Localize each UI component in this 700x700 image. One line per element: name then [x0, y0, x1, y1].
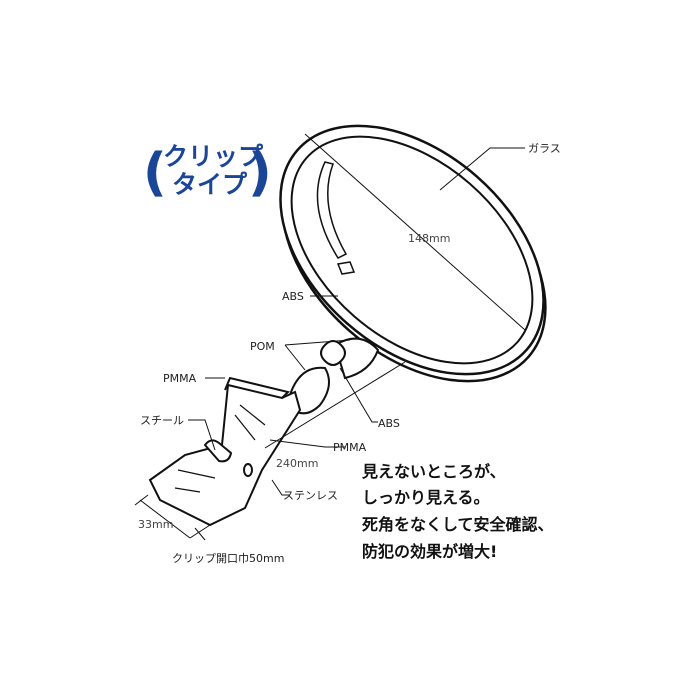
label-abs-frame: ABS: [282, 290, 304, 303]
product-type-title: ( クリップ タイプ ): [143, 142, 272, 203]
tagline-line: しっかり見える。: [362, 488, 490, 507]
leader-lines: [134, 133, 526, 541]
tagline-line: 防犯の効果が増大!: [362, 542, 497, 561]
tagline: 見えないところが、 しっかり見える。 死角をなくして安全確認、 防犯の効果が増大…: [361, 462, 554, 561]
label-abs-joint: ABS: [378, 417, 400, 430]
label-pmma-bottom: PMMA: [333, 441, 367, 454]
title-line2: タイプ: [172, 170, 248, 199]
tagline-line: 見えないところが、: [361, 462, 506, 481]
mirror-drawing: [148, 124, 547, 527]
close-paren: ): [248, 143, 272, 203]
label-clip-opening: クリップ開口巾50mm: [172, 551, 284, 565]
label-stainless: ステンレス: [283, 489, 338, 502]
label-length: 240mm: [276, 457, 318, 470]
title-line1: クリップ: [163, 142, 264, 171]
tagline-line: 死角をなくして安全確認、: [362, 515, 554, 534]
label-pom: POM: [250, 340, 275, 353]
material-labels: ガラス 148mm ABS POM PMMA ABS スチール PMMA 240…: [138, 142, 561, 565]
open-paren: (: [143, 143, 167, 203]
label-glass: ガラス: [528, 142, 561, 155]
label-width: 33mm: [138, 518, 173, 531]
label-diameter: 148mm: [408, 232, 450, 245]
label-steel: スチール: [140, 414, 184, 427]
label-pmma-top: PMMA: [163, 372, 197, 385]
